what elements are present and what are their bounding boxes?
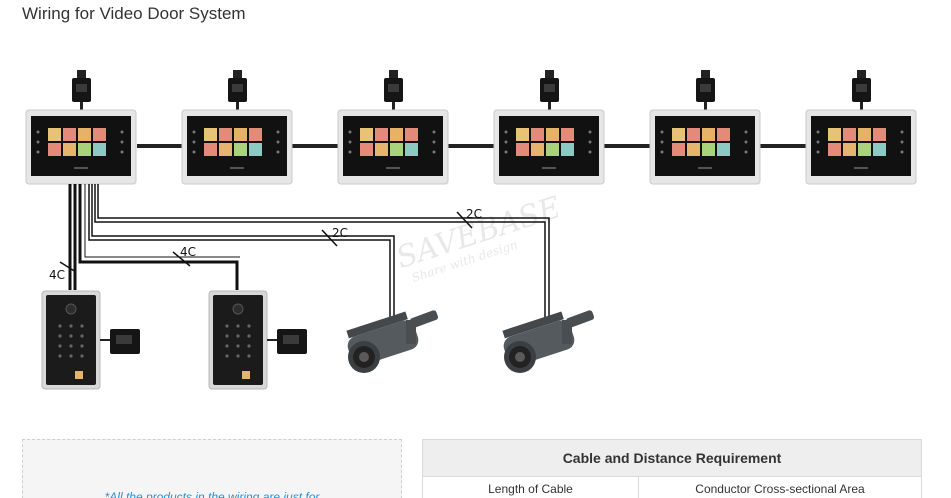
door-station-1: [41, 290, 101, 390]
requirement-table-title: Cable and Distance Requirement: [422, 439, 922, 477]
note-text: *All the products in the wiring are just…: [104, 490, 320, 498]
wire-label-camera-1: 2C: [332, 226, 348, 240]
indoor-monitor-2: [181, 109, 293, 185]
indoor-monitor-1: [25, 109, 137, 185]
indoor-monitor-5: [649, 109, 761, 185]
cctv-camera-1: [345, 309, 439, 373]
door-station-2: [208, 290, 268, 390]
note-box: *All the products in the wiring are just…: [22, 439, 402, 498]
wire-label-door-1: 4C: [49, 268, 65, 282]
cctv-camera-2: [501, 309, 595, 373]
indoor-monitor-3: [337, 109, 449, 185]
page-title: Wiring for Video Door System: [22, 4, 246, 23]
power-adapter-6: [852, 70, 871, 110]
header-conductor-area: Conductor Cross-sectional Area: [638, 476, 922, 498]
power-adapter-3: [384, 70, 403, 110]
cable-camera-1: [88, 184, 395, 318]
header-length-of-cable: Length of Cable: [422, 476, 639, 498]
power-adapter-5: [696, 70, 715, 110]
cable-camera-2: [94, 184, 550, 318]
table-row: Length of Cable Conductor Cross-sectiona…: [422, 476, 922, 498]
power-adapter-4: [540, 70, 559, 110]
indoor-monitor-6: [805, 109, 917, 185]
door-adapter-1: [100, 329, 140, 354]
door-adapter-2: [267, 329, 307, 354]
requirement-table: Cable and Distance Requirement Length of…: [422, 439, 922, 498]
power-adapter-1: [72, 70, 91, 110]
wire-label-door-2: 4C: [180, 245, 196, 259]
power-adapter-2: [228, 70, 247, 110]
cable-door-station-2: [78, 184, 240, 290]
wire-label-camera-2: 2C: [466, 207, 482, 221]
indoor-monitor-4: [493, 109, 605, 185]
cable-door-station-1: [59, 184, 77, 290]
